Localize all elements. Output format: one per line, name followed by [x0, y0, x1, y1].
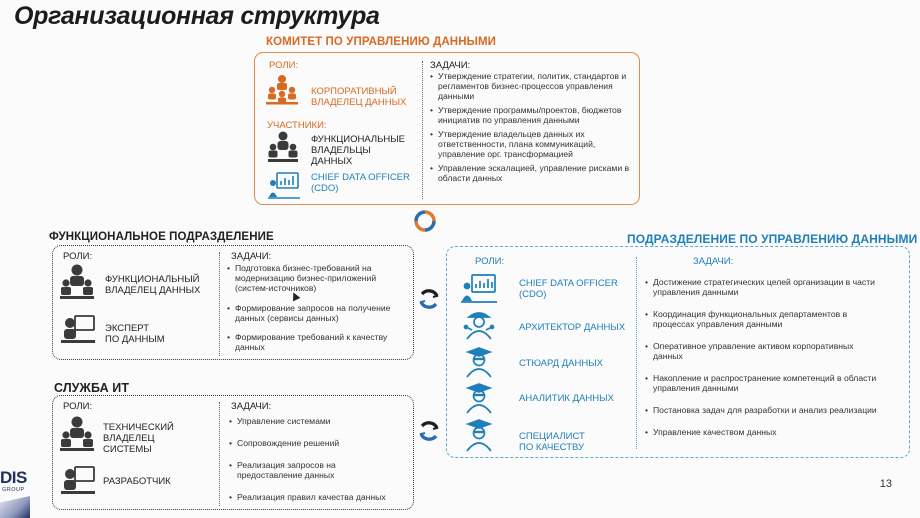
functional-owners-icon: [267, 130, 299, 164]
functional-task: Формирование запросов на получение данны…: [227, 303, 411, 323]
committee-task-list: Утверждение стратегии, политик, стандарт…: [430, 71, 630, 187]
committee-task: Утверждение владельцев данных их ответст…: [430, 129, 630, 159]
functional-title: ФУНКЦИОНАЛЬНОЕ ПОДРАЗДЕЛЕНИЕ: [49, 231, 274, 243]
role-functional-owner: ФУНКЦИОНАЛЬНЫЙ ВЛАДЕЛЕЦ ДАННЫХ: [105, 274, 201, 296]
functional-task: Формирование требований к качеству данны…: [227, 332, 411, 352]
role-data-expert: ЭКСПЕРТ ПО ДАННЫМ: [105, 323, 165, 345]
page-title: Организационная структура: [14, 2, 380, 30]
cdo-icon: [461, 272, 497, 304]
participant-functional-owners: ФУНКЦИОНАЛЬНЫЕ ВЛАДЕЛЬЦЫ ДАННЫХ: [311, 134, 405, 167]
role-quality-specialist: СПЕЦИАЛИСТ ПО КАЧЕСТВУ: [519, 431, 585, 453]
functional-divider: [219, 252, 220, 356]
dis-group-logo: DIS GROUP: [0, 462, 40, 518]
role-data-analyst: АНАЛИТИК ДАННЫХ: [519, 393, 614, 404]
committee-tasks-label: ЗАДАЧИ:: [430, 60, 471, 71]
it-divider: [219, 402, 220, 506]
committee-participants-label: УЧАСТНИКИ:: [267, 120, 327, 131]
data-dept-box: РОЛИ: CHIEF DATA OFFICER (CDO) АРХИТЕКТО…: [446, 246, 910, 458]
data-dept-task-list: Достижение стратегических целей организа…: [645, 277, 877, 441]
it-task: Управление системами: [229, 416, 413, 426]
committee-title: КОМИТЕТ ПО УПРАВЛЕНИЮ ДАННЫМИ: [266, 36, 497, 48]
committee-roles-label: РОЛИ:: [269, 60, 299, 71]
it-roles-label: РОЛИ:: [63, 401, 93, 412]
logo-shape: [0, 496, 30, 518]
role-data-architect: АРХИТЕКТОР ДАННЫХ: [519, 322, 626, 333]
cycle-icon-functional: [417, 287, 441, 311]
it-task: Сопровождение решений: [229, 438, 413, 448]
it-task: Реализация запросов на предоставление да…: [229, 460, 379, 480]
functional-roles-label: РОЛИ:: [63, 251, 93, 262]
data-steward-icon: [463, 345, 495, 379]
committee-box: РОЛИ: КОРПОРАТИВНЫЙ ВЛАДЕЛЕЦ ДАННЫХ УЧАС…: [254, 52, 640, 205]
data-architect-icon: [463, 309, 495, 341]
data-dept-divider: [636, 257, 637, 449]
logo-text: DIS: [0, 468, 27, 487]
functional-box: РОЛИ: ФУНКЦИОНАЛЬНЫЙ ВЛАДЕЛЕЦ ДАННЫХ ЭКС…: [52, 245, 414, 360]
it-tasks-label: ЗАДАЧИ:: [231, 401, 272, 412]
data-dept-task: Управление качеством данных: [645, 427, 877, 437]
it-task-list: Управление системами Сопровождение решен…: [229, 416, 413, 506]
data-dept-task: Накопление и распространение компетенций…: [645, 373, 877, 393]
logo-subtext: GROUP: [2, 487, 25, 493]
data-dept-task: Постановка задач для разработки и анализ…: [645, 405, 877, 415]
role-data-steward: СТЮАРД ДАННЫХ: [519, 358, 603, 369]
page-number: 13: [879, 478, 892, 490]
role-developer: РАЗРАБОТЧИК: [103, 476, 171, 487]
data-dept-task: Координация функциональных департаментов…: [645, 309, 877, 329]
cycle-icon-it: [417, 419, 441, 443]
data-dept-title: ПОДРАЗДЕЛЕНИЕ ПО УПРАВЛЕНИЮ ДАННЫМИ: [627, 232, 918, 246]
data-dept-task: Оперативное управление активом корпорати…: [645, 341, 877, 361]
it-title: СЛУЖБА ИТ: [54, 381, 130, 395]
functional-tasks-label: ЗАДАЧИ:: [231, 251, 272, 262]
corporate-owner-icon: [265, 74, 299, 106]
data-dept-tasks-label: ЗАДАЧИ:: [693, 256, 734, 267]
functional-task: Подготовка бизнес-требований на модерниз…: [227, 263, 411, 293]
it-box: РОЛИ: ТЕХНИЧЕСКИЙ ВЛАДЕЛЕЦ СИСТЕМЫ РАЗРА…: [52, 395, 414, 510]
functional-task-list: Подготовка бизнес-требований на модерниз…: [227, 263, 411, 356]
cycle-icon-orange: [413, 209, 437, 233]
cdo-dashboard-icon: [268, 170, 300, 200]
role-cdo: CHIEF DATA OFFICER (CDO): [519, 278, 618, 300]
data-expert-icon: [61, 313, 95, 345]
committee-task: Утверждение программы/проектов, бюджетов…: [430, 105, 630, 125]
role-tech-owner: ТЕХНИЧЕСКИЙ ВЛАДЕЛЕЦ СИСТЕМЫ: [103, 422, 174, 455]
tech-owner-icon: [59, 415, 95, 453]
developer-icon: [61, 464, 95, 496]
committee-task: Управление эскалацией, управление рискам…: [430, 163, 630, 183]
it-task: Реализация правил качества данных: [229, 492, 413, 502]
data-dept-roles-label: РОЛИ:: [475, 256, 505, 267]
functional-owner-icon: [59, 263, 95, 301]
participant-cdo: CHIEF DATA OFFICER (CDO): [311, 172, 410, 194]
role-corporate-owner: КОРПОРАТИВНЫЙ ВЛАДЕЛЕЦ ДАННЫХ: [311, 86, 407, 108]
committee-task: Утверждение стратегии, политик, стандарт…: [430, 71, 630, 101]
committee-divider: [422, 61, 423, 199]
quality-specialist-icon: [463, 417, 495, 453]
data-dept-task: Достижение стратегических целей организа…: [645, 277, 877, 297]
data-analyst-icon: [463, 381, 495, 415]
